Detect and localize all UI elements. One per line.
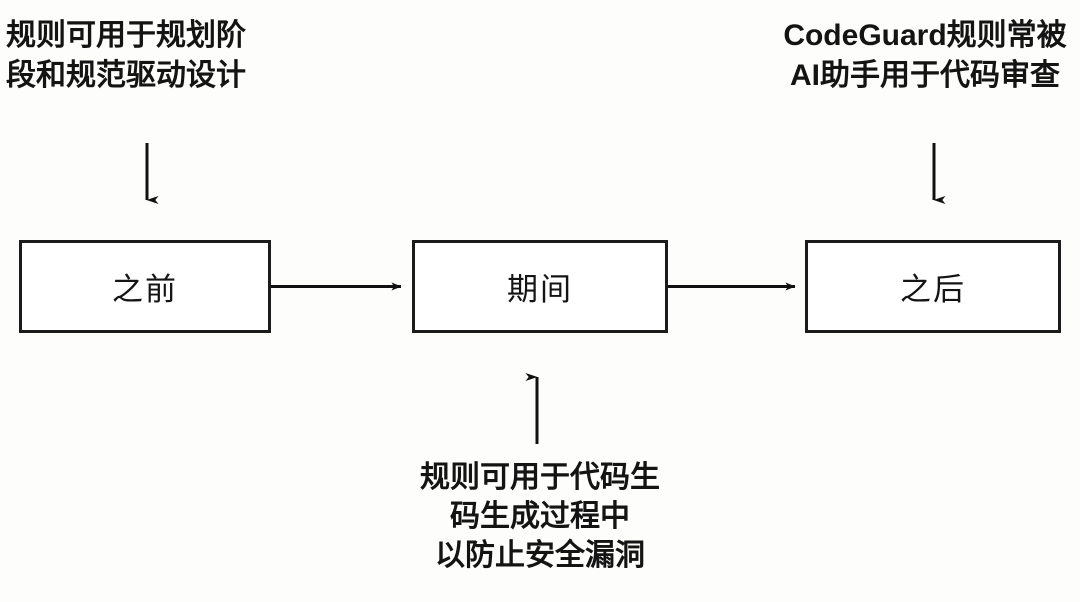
annotation-before-note: 规则可用于规划阶 段和规范驱动设计 — [6, 16, 246, 96]
stage-box-during[interactable]: 期间 — [412, 240, 668, 333]
annotation-during-line-2: 码生成过程中 — [450, 500, 630, 533]
stage-label-before: 之前 — [112, 272, 178, 307]
annotation-after-note: CodeGuard规则常被 AI助手用于代码审查 — [770, 16, 1080, 96]
stage-box-before[interactable]: 之前 — [19, 240, 271, 333]
annotation-during-line-1: 规则可用于代码生 — [420, 461, 660, 494]
annotation-during-line-3: 以防止安全漏洞 — [435, 539, 645, 572]
annotation-before-line-2: 段和规范驱动设计 — [6, 59, 246, 92]
stage-label-after: 之后 — [900, 272, 966, 307]
stage-label-during: 期间 — [507, 272, 573, 307]
annotation-during-note: 规则可用于代码生 码生成过程中 以防止安全漏洞 — [340, 458, 740, 575]
stage-box-after[interactable]: 之后 — [805, 240, 1061, 333]
annotation-after-line-2: AI助手用于代码审查 — [790, 59, 1060, 92]
annotation-after-line-1: CodeGuard规则常被 — [783, 19, 1067, 52]
annotation-before-line-1: 规则可用于规划阶 — [6, 19, 246, 52]
